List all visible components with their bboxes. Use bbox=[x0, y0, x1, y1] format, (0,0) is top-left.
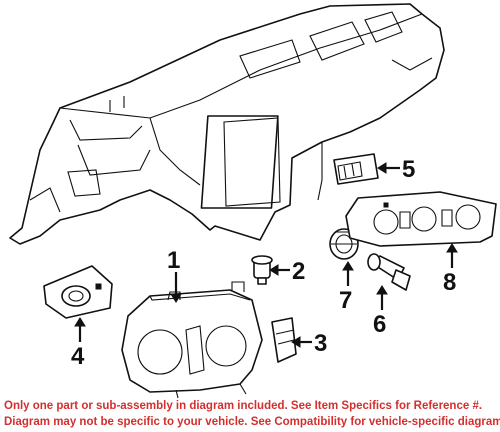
leader-lines bbox=[74, 162, 458, 348]
bulb-socket bbox=[251, 255, 273, 285]
disclaimer-line-1: Only one part or sub-assembly in diagram… bbox=[4, 400, 483, 412]
callout-3: 3 bbox=[314, 330, 327, 357]
headlamp-switch bbox=[43, 265, 113, 319]
power-outlet bbox=[367, 253, 411, 291]
callout-2: 2 bbox=[292, 258, 305, 285]
switch-block bbox=[271, 317, 297, 363]
callout-1: 1 bbox=[167, 247, 180, 274]
callout-5: 5 bbox=[402, 156, 415, 183]
callout-8: 8 bbox=[443, 269, 456, 296]
callout-4: 4 bbox=[71, 343, 85, 370]
climate-control-panel bbox=[345, 191, 497, 247]
instrument-cluster bbox=[121, 281, 263, 399]
callout-7: 7 bbox=[339, 287, 352, 314]
instrument-panel bbox=[9, 3, 445, 245]
callout-6: 6 bbox=[373, 311, 386, 338]
disclaimer-line-2: Diagram may not be specific to your vehi… bbox=[4, 416, 500, 428]
switch-module bbox=[333, 153, 379, 185]
callout-labels: 1 2 3 4 5 6 7 8 bbox=[71, 156, 456, 370]
disclaimer-banner: Only one part or sub-assembly in diagram… bbox=[0, 398, 500, 432]
